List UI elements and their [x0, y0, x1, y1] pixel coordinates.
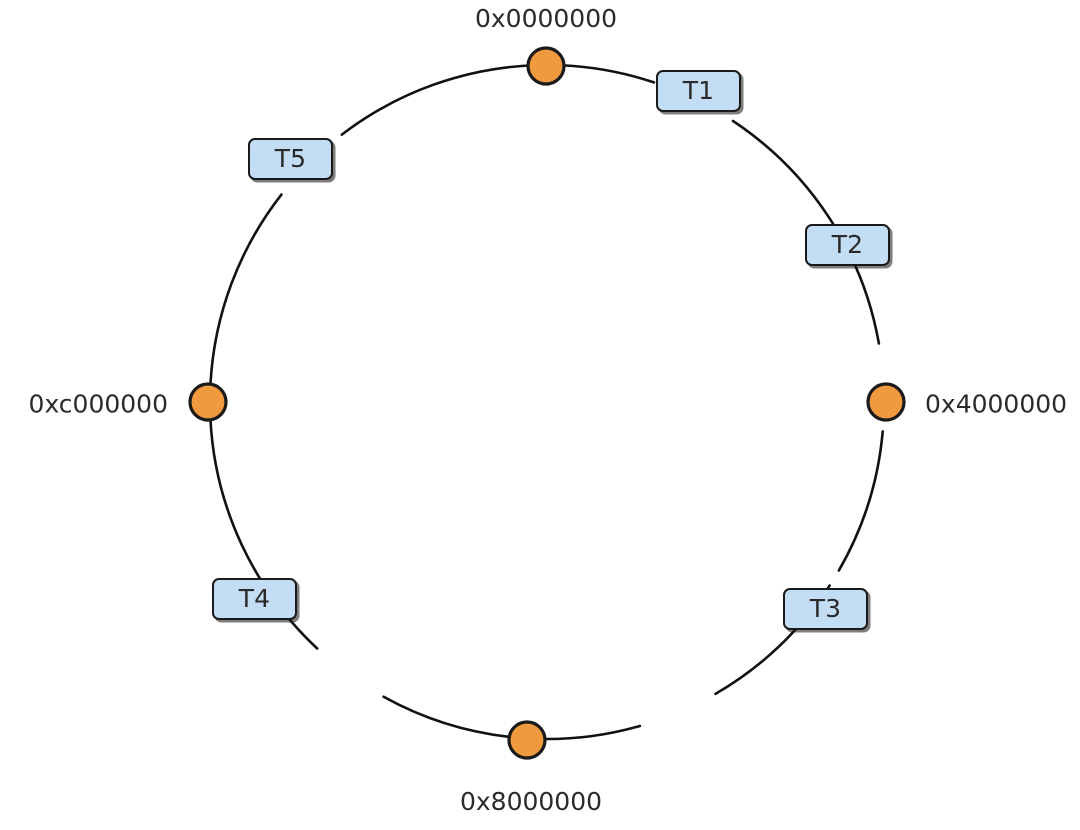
- hash-node-group: [188, 46, 906, 760]
- hash-left-marker[interactable]: [188, 382, 228, 422]
- token-t2-label: T2: [831, 229, 864, 259]
- hash-top-marker[interactable]: [526, 46, 566, 86]
- arc-top-to-t1: [548, 63, 656, 84]
- token-t5-label: T5: [274, 143, 307, 173]
- token-t2[interactable]: T2: [805, 224, 890, 266]
- token-t3[interactable]: T3: [783, 588, 868, 630]
- hash-bottom-marker[interactable]: [507, 720, 547, 760]
- token-t5[interactable]: T5: [248, 138, 333, 180]
- token-t1[interactable]: T1: [656, 70, 741, 112]
- arc-bottom-to-t4: [382, 695, 511, 739]
- token-t4[interactable]: T4: [212, 578, 297, 620]
- arc-t4-to-left: [209, 418, 319, 650]
- hash-left-label: 0xc000000: [28, 389, 168, 419]
- arc-t2-to-right: [837, 430, 885, 572]
- hash-right-label: 0x4000000: [925, 389, 1068, 419]
- hash-top-label: 0x0000000: [474, 4, 618, 33]
- arc-left-to-t5: [209, 193, 283, 386]
- token-t3-label: T3: [809, 593, 842, 623]
- arc-t5-to-top: [340, 63, 540, 136]
- hash-right-marker[interactable]: [866, 382, 906, 422]
- hash-bottom-label: 0x8000000: [459, 787, 603, 816]
- token-t1-label: T1: [682, 75, 715, 105]
- arc-t1-to-t2: [731, 119, 881, 345]
- token-t4-label: T4: [238, 583, 271, 613]
